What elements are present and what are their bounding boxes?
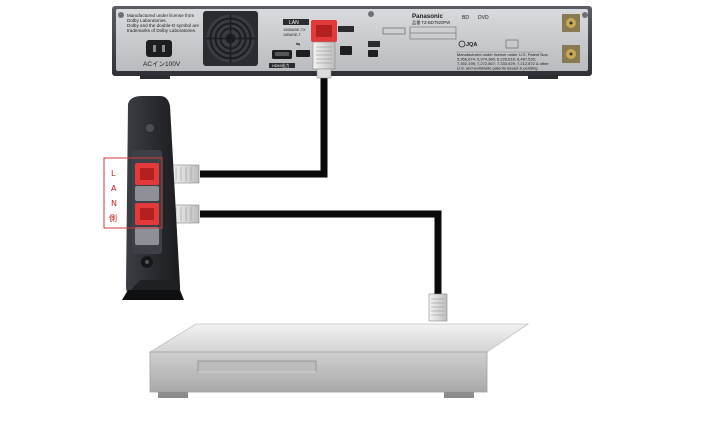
jqa-logo-icon [458,40,466,48]
patent-line: 7,392,195; 7,272,567; 7,333,929; 7,212,8… [457,61,550,66]
recorder-foot-left [140,75,170,79]
lan-side-label: N [111,199,117,208]
antenna-connector-icon[interactable] [562,45,580,63]
player-top [148,323,530,353]
ac-inlet[interactable] [146,40,172,57]
usb-port[interactable] [296,50,310,57]
router-port[interactable] [135,227,159,245]
ac-inlet-pin [153,45,156,52]
patent-line: Manufactured under license under U.S. Pa… [457,52,549,57]
hdmi-output-label: HDMI出力 [272,63,289,68]
hdmi-label-box [269,63,295,68]
dolby-notice-line: Dolby Laboratories. [127,18,167,23]
java-logo-icon [505,39,519,49]
jqa-label: JQA [466,42,477,48]
optical-port[interactable] [340,46,352,55]
player-foot-right [444,392,474,398]
recorder-back-panel: Manufactured under license from Dolby La… [112,6,592,79]
dolby-notice-line: Manufactured under license from [127,13,194,18]
lan-label-box [283,19,309,25]
patent-line: 5,956,674; 5,974,380; 6,226,616; 6,487,5… [457,57,536,62]
bd-logo-icon: BD [462,15,469,21]
screw-icon [582,12,588,18]
lan-label: LAN [289,20,299,26]
ac-label: ACイン100V [143,61,181,68]
fan-vent-icon [203,11,258,66]
antenna-connector-icon[interactable] [562,14,580,32]
router: L A N 側 [103,96,184,300]
lan-plug-router-lower [170,204,200,224]
dolby-notice-line: trademarks of Dolby Laboratories. [127,28,196,33]
dolby-notice-line: Dolby and the double-D symbol are [127,23,199,28]
lan-sublabel: 100BASE-TX [283,28,306,32]
lan-plug-player [428,293,448,322]
router-screw-icon [146,124,154,132]
lan-side-label: A [111,184,117,193]
ir-label-box [368,41,380,47]
cable-recorder-to-router [200,76,328,178]
lan-plug-recorder [312,41,336,79]
lan-side-outline [103,157,163,229]
lan-sublabel: 10BASE-T [283,33,302,37]
player-foot-left [158,392,188,398]
screw-icon [368,11,374,17]
lan-plug-router-upper [170,164,200,184]
model-label: 品番 TZ-BDT920PW [412,19,450,26]
ac-inlet-pin [162,45,165,52]
mini-port[interactable] [368,50,378,57]
bcas-label-box [382,27,406,35]
recorder-foot-right [528,75,558,79]
dvd-logo-icon: DVD [478,15,489,21]
cable-router-to-player [200,210,442,296]
router-port[interactable] [135,186,159,201]
screw-icon [118,12,124,18]
hdmi-in-label-box [338,26,354,32]
cables [200,76,442,296]
patent-line: U.S. and worldwide patents issued & pend… [457,66,539,71]
lan-side-label: 側 [109,213,117,223]
usb-icon: ⇆ [296,42,300,48]
disc-tray[interactable] [197,360,317,373]
brand-label: Panasonic [412,13,444,20]
lan-side-label: L [111,169,116,178]
player-device [148,323,530,398]
